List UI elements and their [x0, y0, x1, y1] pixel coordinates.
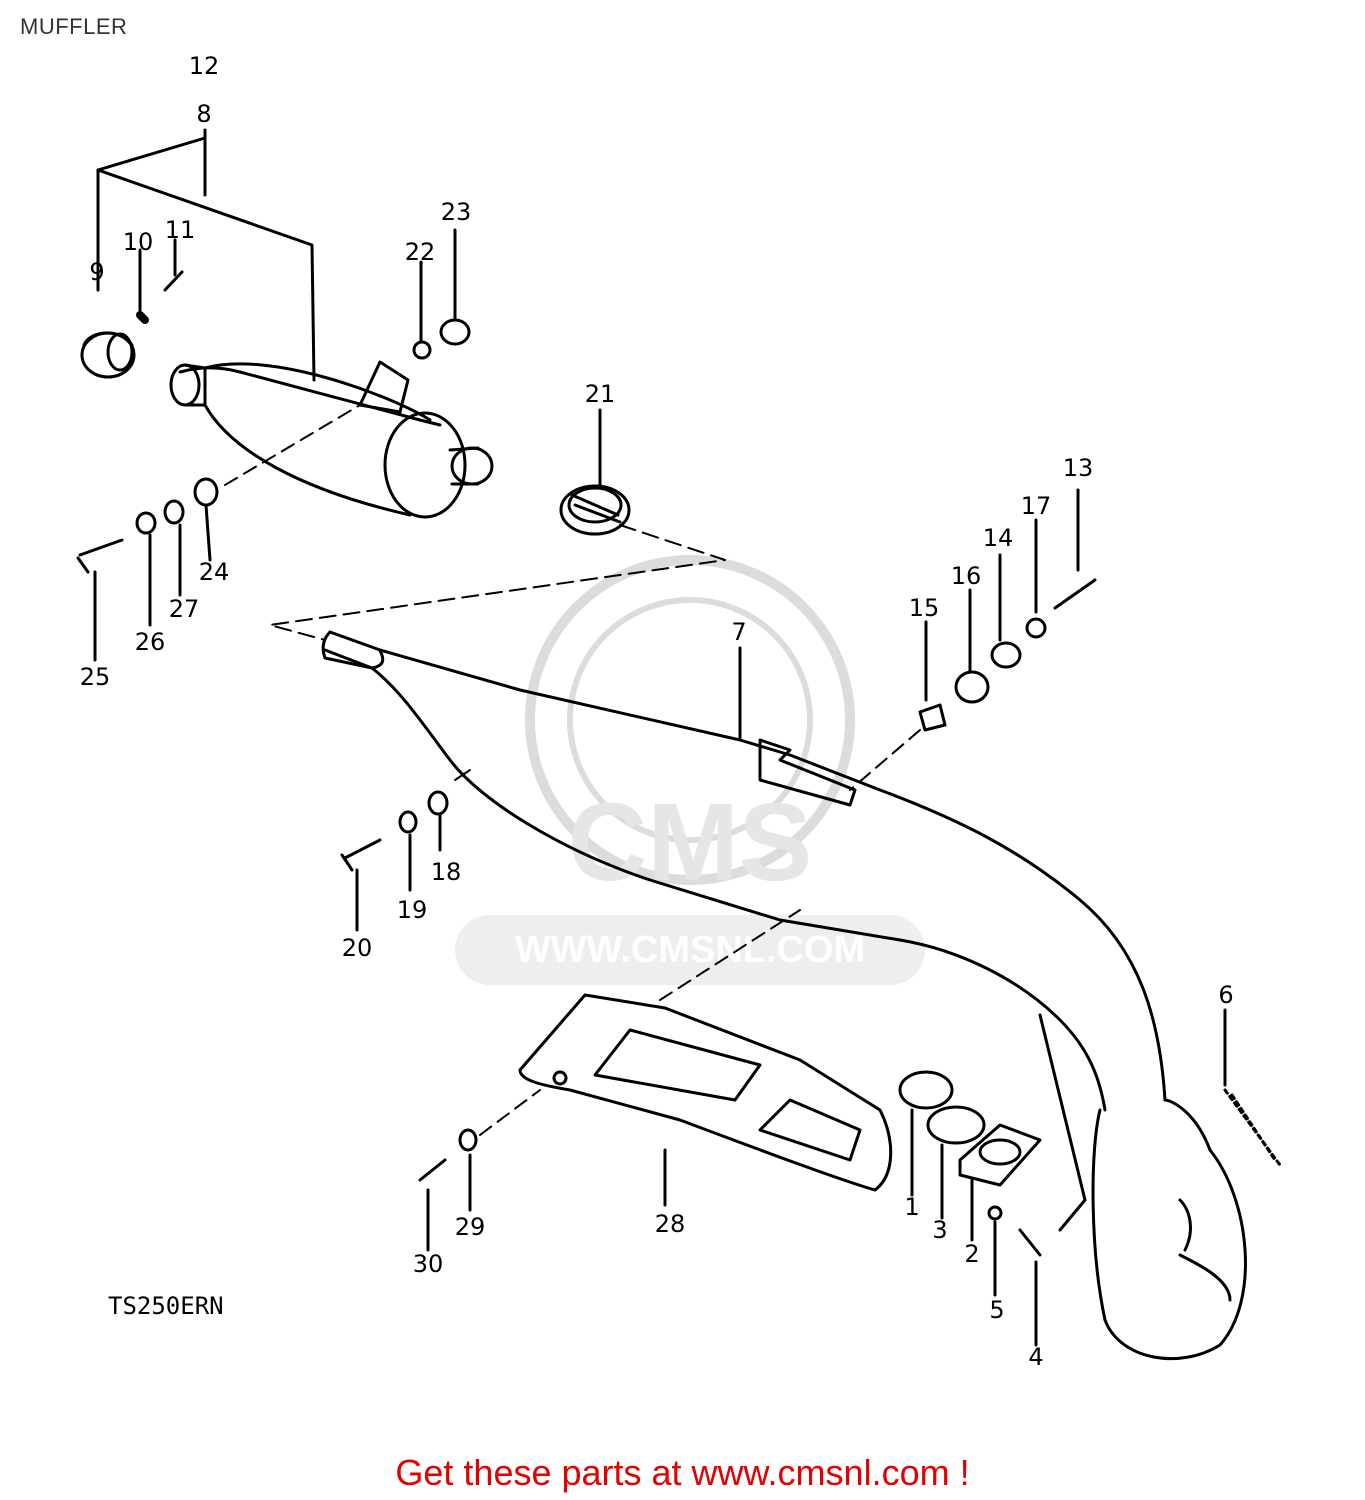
callout-14: 14 — [983, 524, 1014, 552]
callout-18: 18 — [431, 858, 462, 886]
callout-7: 7 — [731, 618, 746, 646]
part-6-spring — [1223, 1088, 1282, 1167]
callout-25: 25 — [80, 663, 111, 691]
part-19-nut — [398, 810, 418, 834]
part-23-cushion — [439, 318, 471, 346]
part-2-flange — [958, 1123, 1042, 1187]
part-9-cap — [80, 331, 136, 379]
part-21-gasket — [559, 484, 631, 536]
callout-27: 27 — [169, 595, 200, 623]
muffler-silencer — [169, 360, 494, 519]
part-18-washer — [427, 790, 449, 816]
callout-19: 19 — [397, 896, 428, 924]
callout-12: 12 — [189, 52, 220, 80]
part-17-nut — [1025, 617, 1047, 639]
part-16-cushion — [954, 670, 990, 704]
watermark-url-text: WWW.CMSNL.COM — [515, 929, 865, 971]
watermark-logo-text: CMS — [568, 781, 812, 904]
callout-2: 2 — [964, 1240, 979, 1268]
callout-6: 6 — [1218, 981, 1233, 1009]
callout-11: 11 — [165, 216, 196, 244]
part-14-washer — [990, 641, 1022, 669]
page-title: MUFFLER — [20, 14, 128, 39]
callout-10: 10 — [123, 228, 154, 256]
part-30-screw — [418, 1158, 447, 1182]
callout-29: 29 — [455, 1213, 486, 1241]
callout-20: 20 — [342, 934, 373, 962]
callout-9: 9 — [89, 258, 104, 286]
callout-23: 23 — [441, 198, 472, 226]
callout-21: 21 — [585, 380, 616, 408]
callout-22: 22 — [405, 238, 436, 266]
callout-16: 16 — [951, 562, 982, 590]
part-22-washer — [412, 340, 432, 360]
part-3-gasket — [926, 1105, 986, 1145]
muffler-mount-bracket — [358, 360, 410, 414]
callout-labels: 1 2 3 4 5 6 7 8 9 10 11 12 13 14 15 16 1… — [80, 52, 1234, 1371]
part-7-expansion-chamber — [321, 630, 1247, 1361]
part-24-washer — [193, 477, 219, 507]
callout-26: 26 — [135, 628, 166, 656]
callout-5: 5 — [989, 1296, 1004, 1324]
callout-30: 30 — [413, 1250, 444, 1278]
callout-1: 1 — [904, 1193, 919, 1221]
callout-13: 13 — [1063, 454, 1094, 482]
part-11-screw — [163, 270, 184, 292]
assembly-bracket — [96, 168, 316, 382]
part-25-bolt — [76, 538, 124, 574]
part-1-gasket — [898, 1070, 954, 1110]
part-5-washer — [987, 1205, 1003, 1221]
callout-3: 3 — [932, 1216, 947, 1244]
watermark-logo: CMS WWW.CMSNL.COM — [455, 555, 925, 985]
model-code: TS250ERN — [108, 1292, 224, 1320]
callout-28: 28 — [655, 1210, 686, 1238]
part-27-washer — [163, 499, 185, 525]
callout-4: 4 — [1028, 1343, 1043, 1371]
cta-link[interactable]: Get these parts at www.cmsnl.com ! — [395, 1452, 970, 1493]
part-20-bolt — [340, 838, 382, 872]
part-15-collar — [918, 703, 947, 732]
callout-15: 15 — [909, 594, 940, 622]
part-10-nut — [136, 311, 149, 324]
part-29-nut — [458, 1128, 478, 1152]
part-4-bolt — [1018, 1228, 1042, 1257]
callout-24: 24 — [199, 558, 230, 586]
callout-8: 8 — [196, 100, 211, 128]
part-13-bolt — [1053, 578, 1097, 610]
part-26-nut — [135, 511, 157, 535]
callout-17: 17 — [1021, 492, 1052, 520]
part-28-heat-shield — [518, 993, 893, 1192]
